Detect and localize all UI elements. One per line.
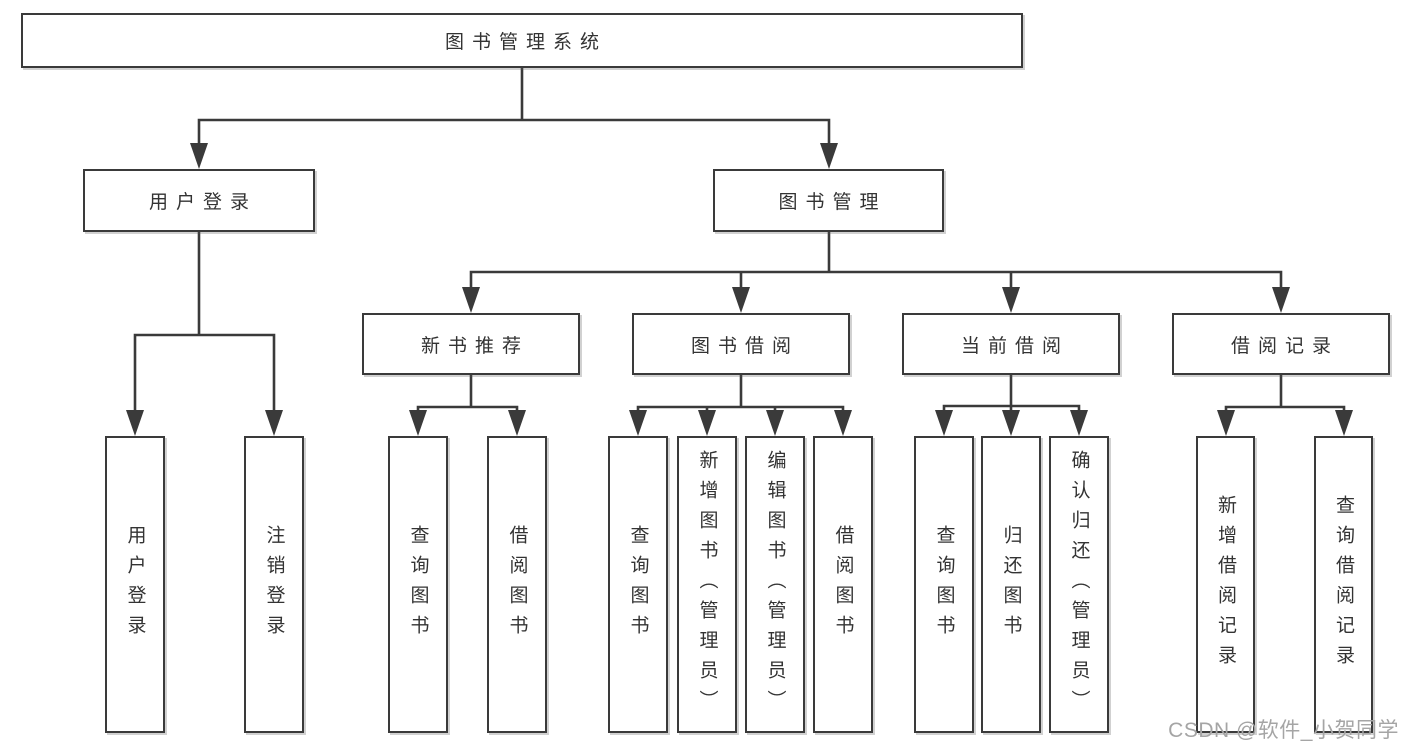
leaf-label: 确认归还（管理员） — [1068, 449, 1090, 720]
leaf-label: 借阅图书 — [506, 524, 528, 645]
leaf-borrowing-query-books: 查询图书 — [608, 436, 668, 733]
leaf-label: 查询图书 — [407, 524, 429, 645]
leaf-label: 查询图书 — [933, 524, 955, 645]
leaf-current-confirm-return-admin: 确认归还（管理员） — [1049, 436, 1109, 733]
leaf-borrowing-borrow-books: 借阅图书 — [813, 436, 873, 733]
leaf-borrowing-edit-book-admin: 编辑图书（管理员） — [745, 436, 805, 733]
node-user-login-group: 用户登录 — [83, 169, 315, 232]
node-new-book-recommend: 新书推荐 — [362, 313, 580, 375]
leaf-recommend-borrow-books: 借阅图书 — [487, 436, 547, 733]
node-label: 当前借阅 — [960, 335, 1069, 357]
leaf-label: 归还图书 — [1000, 524, 1022, 645]
leaf-label: 用户登录 — [124, 524, 146, 645]
leaf-user-login: 用户登录 — [105, 436, 165, 733]
leaf-label: 编辑图书（管理员） — [764, 449, 786, 720]
leaf-label: 借阅图书 — [832, 524, 854, 645]
leaf-label: 注销登录 — [263, 524, 285, 645]
node-label: 借阅记录 — [1230, 335, 1339, 357]
leaf-current-query-books: 查询图书 — [914, 436, 974, 733]
leaf-borrowing-add-book-admin: 新增图书（管理员） — [677, 436, 737, 733]
leaf-label: 新增图书（管理员） — [696, 449, 718, 720]
leaf-records-query-record: 查询借阅记录 — [1314, 436, 1373, 733]
node-borrowing-records: 借阅记录 — [1172, 313, 1390, 375]
leaf-label: 新增借阅记录 — [1215, 494, 1236, 675]
csdn-watermark: CSDN @软件_小贺同学 — [1168, 719, 1399, 742]
leaf-recommend-query-books: 查询图书 — [388, 436, 448, 733]
node-label: 图书管理 — [778, 192, 887, 213]
node-library-management-system: 图书管理系统 — [21, 13, 1023, 68]
node-book-borrowing: 图书借阅 — [632, 313, 850, 375]
node-current-borrowing: 当前借阅 — [902, 313, 1120, 375]
node-label: 图书管理系统 — [444, 32, 607, 53]
leaf-label: 查询图书 — [627, 524, 649, 645]
node-label: 图书借阅 — [690, 335, 799, 357]
leaf-records-add-record: 新增借阅记录 — [1196, 436, 1255, 733]
leaf-current-return-books: 归还图书 — [981, 436, 1041, 733]
node-label: 新书推荐 — [420, 335, 529, 357]
leaf-label: 查询借阅记录 — [1333, 494, 1354, 675]
node-book-management: 图书管理 — [713, 169, 944, 232]
leaf-logout: 注销登录 — [244, 436, 304, 733]
node-label: 用户登录 — [148, 192, 257, 213]
